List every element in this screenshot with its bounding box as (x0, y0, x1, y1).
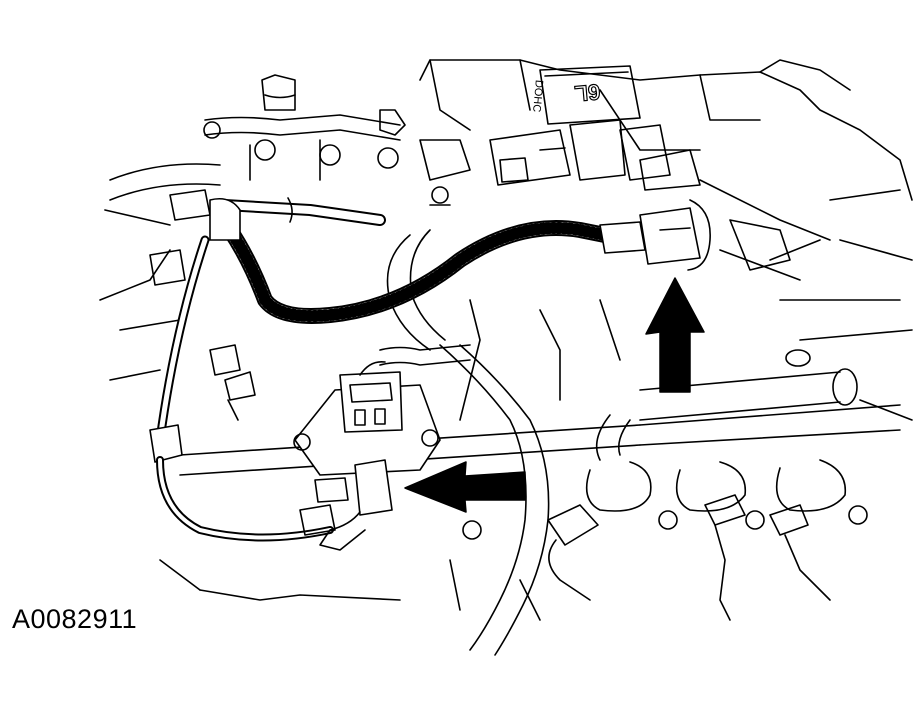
sensor-cable (149, 197, 334, 542)
harness-connector-right (599, 199, 711, 271)
center-connector-block (489, 119, 701, 191)
left-arrow (404, 461, 526, 513)
diagram-id-label: A0082911 (12, 604, 138, 634)
corrugated-harness (219, 197, 613, 324)
injector-boots (462, 459, 868, 540)
top-left-components (203, 74, 471, 206)
up-arrow (645, 277, 705, 393)
engine-badge-text: 6L DOHC (530, 79, 602, 113)
injector-connectors (547, 494, 831, 621)
lower-rail (179, 404, 901, 476)
sensor-plug (299, 459, 393, 551)
fuel-rail (595, 349, 858, 461)
engine-badge-label: 6L (574, 79, 602, 106)
engine-badge-sublabel: DOHC (530, 79, 545, 112)
camshaft-sensor (293, 344, 471, 476)
engine-block-outline (99, 59, 913, 621)
engine-badge-plate (539, 65, 641, 125)
hoses (104, 163, 821, 656)
